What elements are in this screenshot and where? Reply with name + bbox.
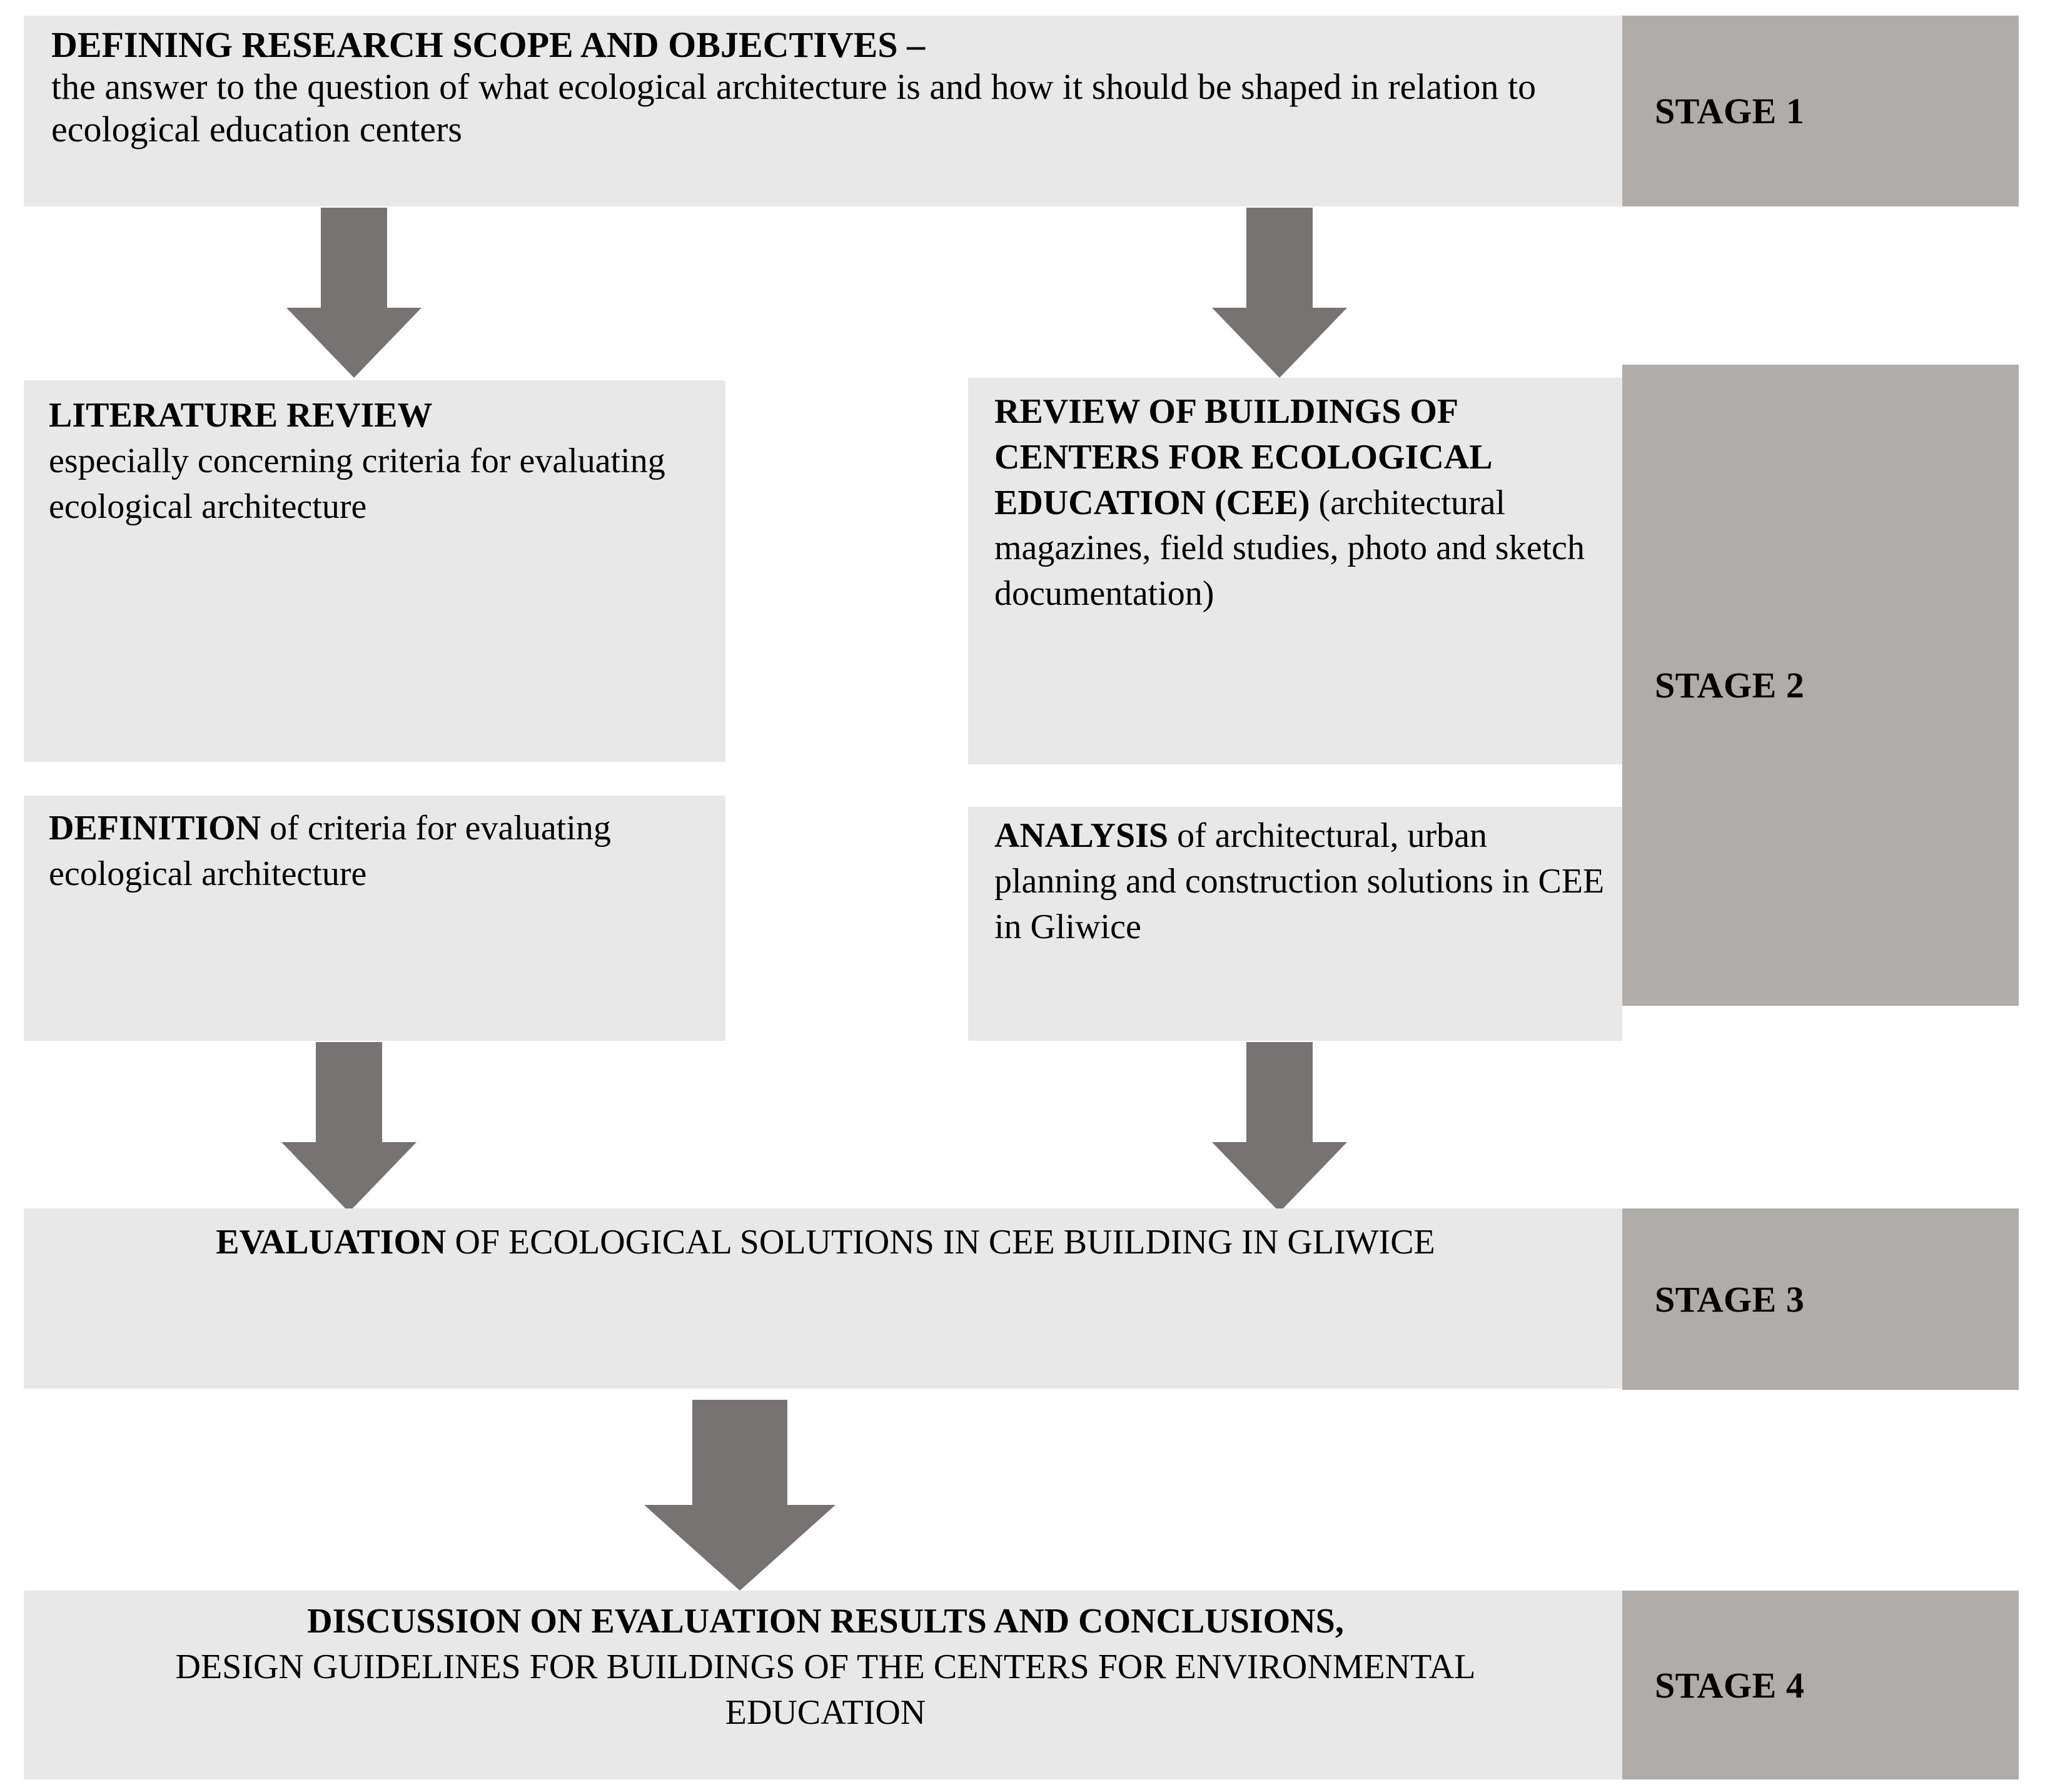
scope-text: DEFINING RESEARCH SCOPE AND OBJECTIVES –… [51, 24, 1596, 150]
literature-heading: LITERATURE REVIEW [49, 396, 433, 435]
analysis-text: ANALYSIS of architectural, urban plannin… [994, 813, 1613, 949]
evaluation-text: EVALUATION OF ECOLOGICAL SOLUTIONS IN CE… [75, 1220, 1576, 1265]
stage-4-label: STAGE 4 [1655, 1664, 1805, 1706]
arrow-definition-to-evaluation [281, 1042, 417, 1212]
review-buildings-body: (architectural magazines, field studies,… [994, 483, 1585, 614]
arrow-scope-to-review [1212, 208, 1347, 378]
stage-1-label: STAGE 1 [1655, 91, 1805, 131]
arrow-analysis-to-evaluation [1212, 1042, 1347, 1212]
definition-heading: DEFINITION [49, 809, 261, 848]
review-buildings-heading: REVIEW OF BUILDINGS OF CENTERS FOR ECOLO… [994, 392, 1491, 522]
definition-box [24, 796, 725, 1041]
scope-dash: – [897, 24, 926, 65]
review-buildings-text: REVIEW OF BUILDINGS OF CENTERS FOR ECOLO… [994, 389, 1613, 617]
discussion-text: DISCUSSION ON EVALUATION RESULTS AND CON… [100, 1599, 1551, 1735]
stage-2-label: STAGE 2 [1655, 665, 1805, 706]
discussion-box [24, 1591, 1622, 1779]
scope-box [24, 16, 1622, 206]
literature-box [24, 380, 725, 762]
arrow-scope-to-literature [286, 208, 422, 378]
stage-2-panel: STAGE 2 [1622, 365, 2019, 1006]
discussion-body: DESIGN GUIDELINES FOR BUILDINGS OF THE C… [175, 1647, 1476, 1732]
stage-3-label: STAGE 3 [1655, 1278, 1805, 1320]
literature-body: especially concerning criteria for evalu… [49, 441, 665, 526]
discussion-heading: DISCUSSION ON EVALUATION RESULTS AND CON… [307, 1602, 1344, 1641]
literature-text: LITERATURE REVIEW especially concerning … [49, 393, 712, 529]
evaluation-heading: EVALUATION [216, 1223, 447, 1262]
analysis-body: of architectural, urban planning and con… [994, 816, 1605, 946]
arrow-evaluation-to-discussion [644, 1400, 836, 1591]
scope-body: the answer to the question of what ecolo… [51, 66, 1537, 149]
analysis-box [968, 807, 1622, 1041]
review-buildings-box [968, 378, 1622, 764]
stage-4-panel: STAGE 4 [1622, 1591, 2019, 1779]
stage-1-panel: STAGE 1 [1622, 16, 2019, 206]
definition-body: of criteria for evaluating ecological ar… [49, 809, 611, 893]
evaluation-box [24, 1208, 1622, 1389]
stage-3-panel: STAGE 3 [1622, 1208, 2019, 1390]
scope-heading: DEFINING RESEARCH SCOPE AND OBJECTIVES [51, 24, 898, 65]
definition-text: DEFINITION of criteria for evaluating ec… [49, 806, 712, 897]
evaluation-body: OF ECOLOGICAL SOLUTIONS IN CEE BUILDING … [446, 1223, 1435, 1262]
analysis-heading: ANALYSIS [994, 816, 1169, 855]
